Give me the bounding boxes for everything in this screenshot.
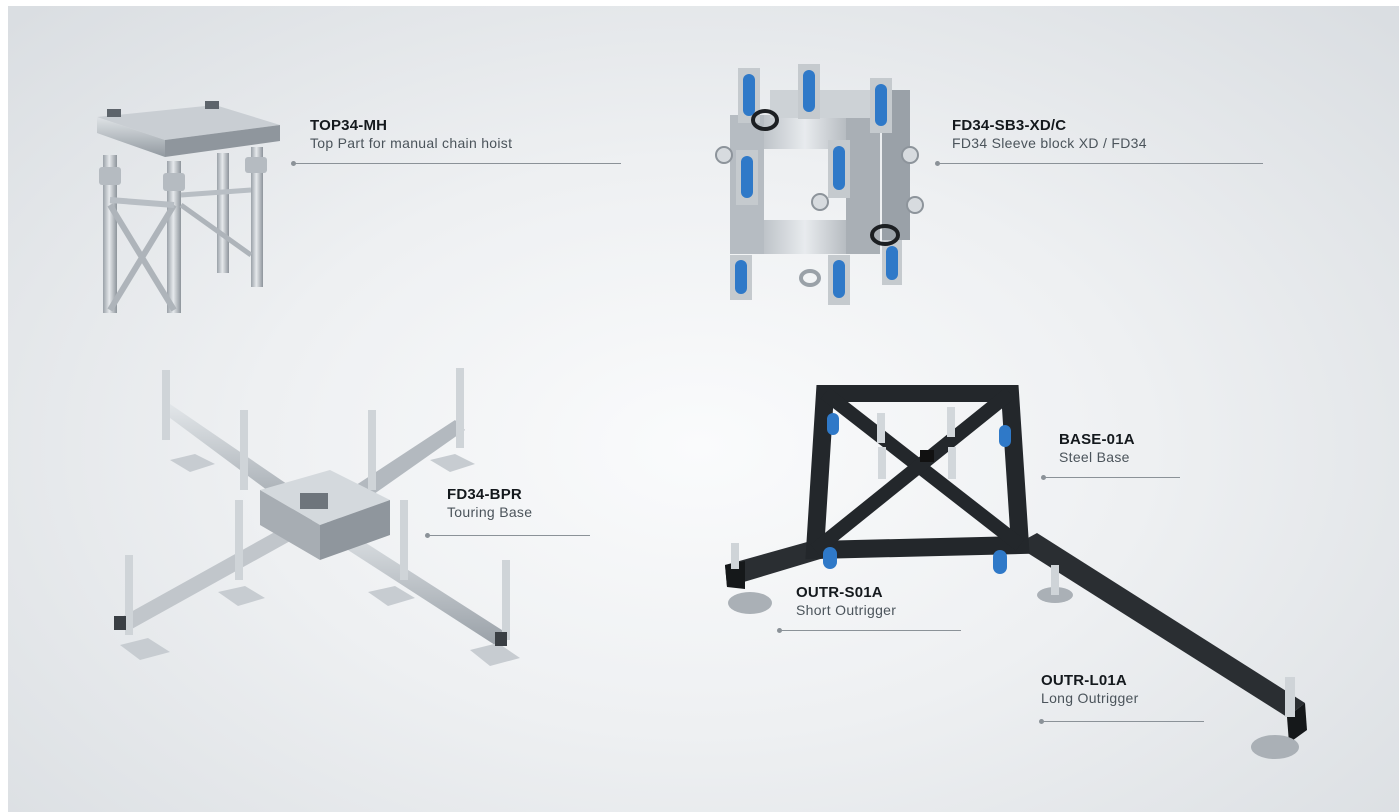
top34-mh-image (95, 95, 285, 315)
leader-line (935, 161, 1263, 166)
product-label-top34-mh: TOP34-MH Top Part for manual chain hoist (310, 117, 512, 152)
product-description: Touring Base (447, 504, 533, 520)
product-label-outr-s01a: OUTR-S01A Short Outrigger (796, 584, 896, 619)
leader-line (291, 161, 621, 166)
fd34-bpr-image (100, 360, 560, 690)
product-code: BASE-01A (1059, 431, 1135, 448)
product-code: OUTR-S01A (796, 584, 883, 601)
product-code: OUTR-L01A (1041, 672, 1127, 689)
product-code: FD34-BPR (447, 486, 522, 503)
fd34-sb3-xdc-image (710, 60, 930, 310)
base-01a-outrigger-image (715, 385, 1315, 770)
page-border-top (0, 0, 1399, 6)
product-description: Short Outrigger (796, 602, 897, 618)
leader-line (1041, 475, 1180, 480)
product-description: Top Part for manual chain hoist (310, 135, 513, 151)
product-description: Steel Base (1059, 449, 1130, 465)
leader-line (425, 533, 590, 538)
leader-line (1039, 719, 1204, 724)
product-description: FD34 Sleeve block XD / FD34 (952, 135, 1147, 151)
product-label-fd34-sb3-xdc: FD34-SB3-XD/C FD34 Sleeve block XD / FD3… (952, 117, 1147, 152)
product-code: FD34-SB3-XD/C (952, 117, 1067, 134)
product-label-fd34-bpr: FD34-BPR Touring Base (447, 486, 532, 521)
product-label-outr-l01a: OUTR-L01A Long Outrigger (1041, 672, 1139, 707)
product-description: Long Outrigger (1041, 690, 1139, 706)
leader-line (777, 628, 961, 633)
product-code: TOP34-MH (310, 117, 388, 134)
product-label-base-01a: BASE-01A Steel Base (1059, 431, 1135, 466)
page-border-left (0, 0, 8, 812)
